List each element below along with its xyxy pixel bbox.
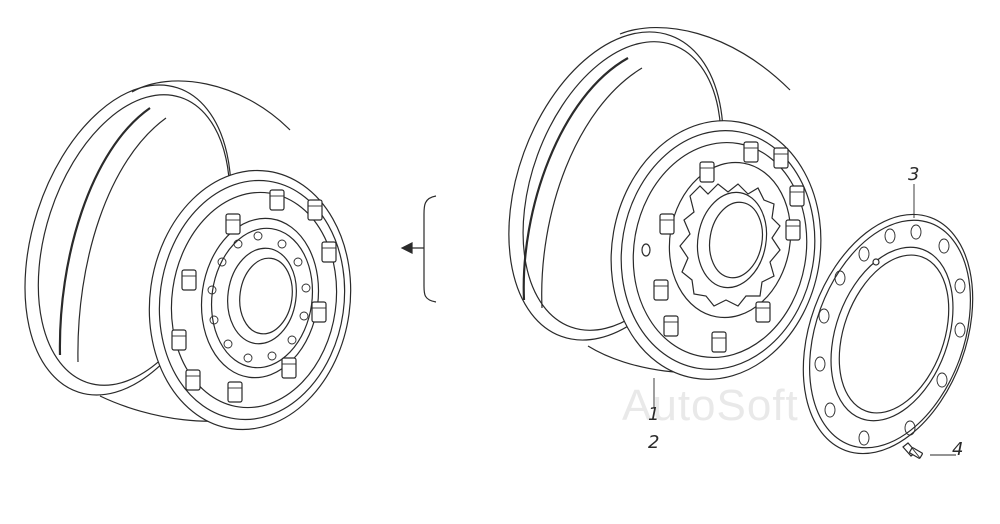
assembled-drum-left [24, 80, 352, 431]
assembly-arrow [400, 195, 437, 303]
cover-ring [802, 213, 974, 455]
wheel-studs-left [171, 189, 337, 403]
watermark-text: AutoSoft [622, 381, 799, 430]
callout-3: 3 [908, 164, 920, 185]
callout-2: 2 [648, 432, 660, 453]
drum-hub-exploded [508, 26, 822, 380]
callout-4: 4 [952, 439, 964, 460]
callout-1: 1 [648, 404, 660, 425]
wheel-studs-right [653, 141, 805, 353]
screw [902, 442, 923, 459]
leader-lines [653, 184, 956, 456]
